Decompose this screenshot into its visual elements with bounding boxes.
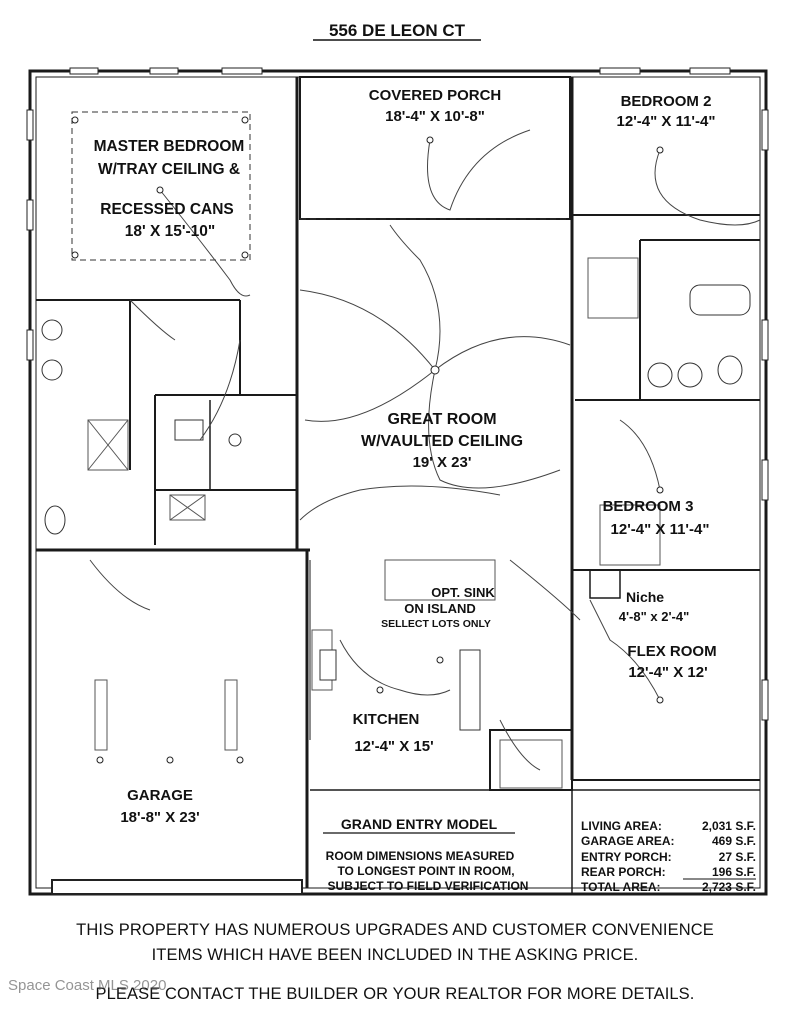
area-value: 196 S.F.: [712, 865, 756, 879]
bedroom-3-name: BEDROOM 3: [603, 498, 694, 515]
area-value: 2,031 S.F.: [702, 819, 756, 833]
room-bedroom-3: BEDROOM 3 12'-4" X 11'-4": [603, 498, 710, 538]
room-kitchen: KITCHEN 12'-4" X 15': [353, 711, 434, 755]
room-flex-room: FLEX ROOM 12'-4" X 12': [627, 643, 716, 681]
master-dims: 18' X 15'-10": [125, 223, 216, 240]
niche-dims: 4'-8" x 2'-4": [619, 609, 690, 624]
watermark: Space Coast MLS 2020: [8, 977, 167, 994]
room-covered-porch: COVERED PORCH 18'-4" X 10'-8": [369, 87, 502, 125]
master-line2: W/TRAY CEILING &: [98, 161, 240, 178]
page-title: 556 DE LEON CT: [329, 21, 466, 40]
model-note-line: ROOM DIMENSIONS MEASURED: [326, 849, 515, 863]
niche-name: Niche: [626, 589, 664, 605]
island-line2: ON ISLAND: [404, 601, 476, 616]
model-note-line: SUBJECT TO FIELD VERIFICATION: [328, 879, 529, 893]
electrical-wiring: [71, 116, 761, 771]
kitchen-dims: 12'-4" X 15': [354, 738, 433, 755]
flex-room-dims: 12'-4" X 12': [628, 664, 707, 681]
area-value: 2,723 S.F.: [702, 880, 756, 894]
plumbing-fixtures: [41, 284, 751, 731]
room-garage: GARAGE 18'-8" X 23': [120, 787, 199, 826]
footer-line-2: ITEMS WHICH HAVE BEEN INCLUDED IN THE AS…: [151, 946, 639, 964]
bedroom-3-dims: 12'-4" X 11'-4": [611, 521, 710, 538]
island-note: SELLECT LOTS ONLY: [381, 618, 491, 630]
master-line3: RECESSED CANS: [100, 201, 234, 218]
area-label: TOTAL AREA:: [581, 880, 661, 894]
model-name: GRAND ENTRY MODEL: [341, 816, 498, 832]
footer-line-3: PLEASE CONTACT THE BUILDER OR YOUR REALT…: [95, 985, 695, 1003]
interior-walls: [36, 76, 760, 894]
flex-room-name: FLEX ROOM: [627, 643, 716, 660]
bedroom-2-name: BEDROOM 2: [621, 93, 712, 110]
model-note-line: TO LONGEST POINT IN ROOM,: [337, 864, 514, 878]
covered-porch-dims: 18'-4" X 10'-8": [385, 108, 485, 125]
area-label: ENTRY PORCH:: [581, 850, 672, 864]
bedroom-2-dims: 12'-4" X 11'-4": [617, 113, 716, 130]
area-value: 27 S.F.: [719, 850, 756, 864]
area-label: LIVING AREA:: [581, 819, 662, 833]
covered-porch-name: COVERED PORCH: [369, 87, 502, 104]
great-room-line2: W/VAULTED CEILING: [361, 433, 523, 450]
garage-dims: 18'-8" X 23': [120, 809, 199, 826]
model-info: GRAND ENTRY MODEL ROOM DIMENSIONS MEASUR…: [323, 816, 528, 893]
area-label: GARAGE AREA:: [581, 834, 675, 848]
area-label: REAR PORCH:: [581, 865, 666, 879]
room-bedroom-2: BEDROOM 2 12'-4" X 11'-4": [617, 93, 716, 130]
area-table: LIVING AREA: 2,031 S.F. GARAGE AREA: 469…: [581, 819, 756, 894]
room-great-room: GREAT ROOM W/VAULTED CEILING 19' X 23': [361, 411, 523, 471]
island-line1: OPT. SINK: [431, 585, 495, 600]
room-master-bedroom: MASTER BEDROOM W/TRAY CEILING & RECESSED…: [94, 138, 245, 240]
kitchen-name: KITCHEN: [353, 711, 420, 728]
exterior-walls: [26, 67, 769, 896]
area-value: 469 S.F.: [712, 834, 756, 848]
garage-openers: [94, 679, 238, 751]
kitchen-island: OPT. SINK ON ISLAND SELLECT LOTS ONLY: [381, 585, 495, 630]
room-niche: Niche 4'-8" x 2'-4": [619, 589, 690, 624]
master-line1: MASTER BEDROOM: [94, 138, 245, 155]
garage-name: GARAGE: [127, 787, 193, 804]
great-room-line1: GREAT ROOM: [387, 411, 496, 428]
footer-line-1: THIS PROPERTY HAS NUMEROUS UPGRADES AND …: [76, 921, 714, 939]
great-room-dims: 19' X 23': [413, 454, 472, 471]
